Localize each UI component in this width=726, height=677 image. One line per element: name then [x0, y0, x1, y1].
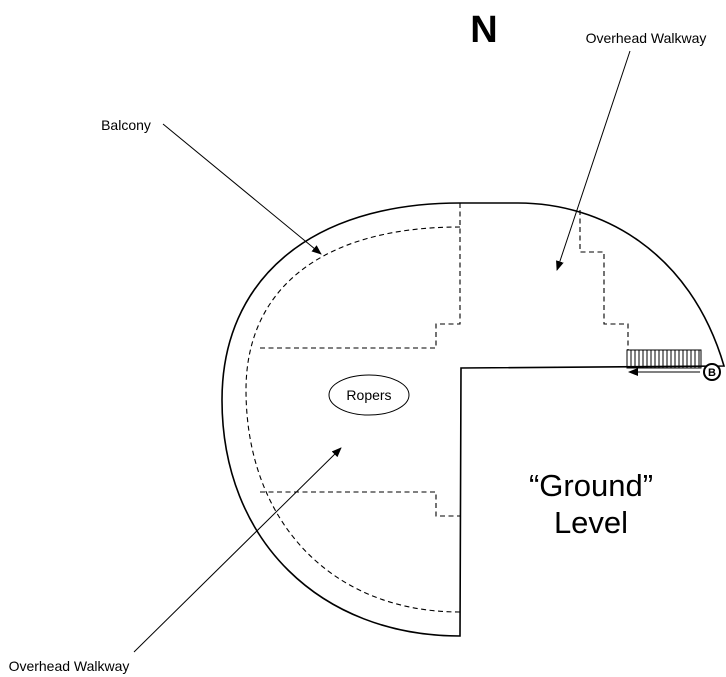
ropers-label: Ropers	[346, 387, 391, 403]
balcony-boundary	[245, 226, 461, 613]
walkway-edge-west-lower	[260, 491, 460, 517]
stair-marker-label: B	[708, 367, 716, 379]
overhead-walkway-bottom-label: Overhead Walkway	[9, 658, 130, 674]
walkway-edge-east	[579, 210, 629, 350]
balcony-label: Balcony	[101, 117, 151, 133]
overhead-walkway-top-leader	[556, 50, 631, 271]
overhead-walkway-top-label: Overhead Walkway	[586, 30, 707, 46]
balcony-leader	[162, 123, 322, 255]
arena-outer-wall	[221, 202, 726, 637]
ropers-area	[328, 374, 410, 416]
walkway-edge-west-upper	[260, 203, 461, 349]
stairs	[626, 349, 702, 369]
overhead-walkway-bottom-leader	[133, 447, 342, 653]
stair-marker-b: B	[703, 363, 721, 381]
ground-level-label-line1: “Ground”	[529, 468, 653, 503]
ground-level-label-line2: Level	[554, 505, 628, 540]
north-label: N	[470, 9, 497, 51]
